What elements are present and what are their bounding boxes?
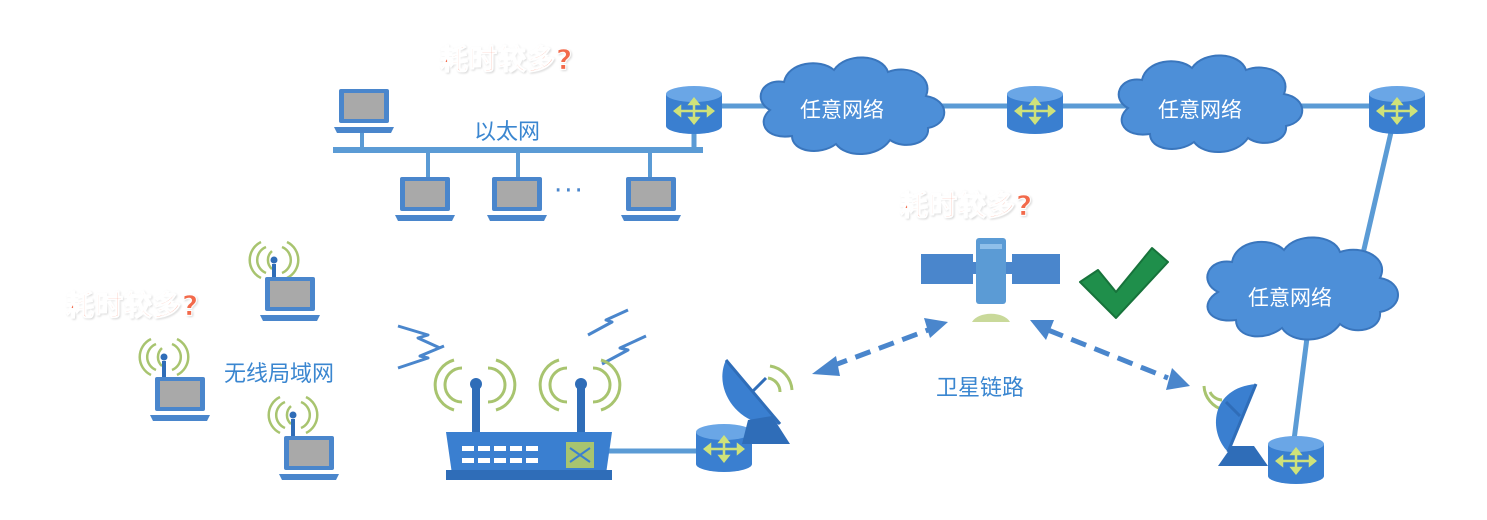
backbone-links (608, 103, 1395, 454)
laptop-icon (334, 89, 394, 133)
satellite-icon (921, 238, 1060, 322)
satellite-dish-icon (722, 359, 794, 444)
router-icon (664, 84, 724, 136)
wireless-laptop (138, 337, 210, 421)
satellite-dish-icon (1202, 383, 1268, 466)
laptop-icon (279, 436, 339, 480)
more-hosts-ellipsis: ··· (554, 176, 585, 206)
time-consuming-question: 耗时较多? (439, 43, 574, 77)
satellite-link-right (1030, 320, 1190, 390)
cloud-icon (1206, 236, 1399, 341)
router-icon (694, 422, 754, 474)
wireless-ap-icon (433, 358, 622, 480)
laptop-icon (621, 177, 681, 221)
wireless-lan-label: 无线局域网 (224, 362, 335, 387)
laptop-icon (260, 277, 320, 321)
router-icon (1367, 84, 1427, 136)
laptop-icon (395, 177, 455, 221)
time-consuming-question: 耗时较多? (899, 189, 1034, 223)
ethernet-label: 以太网 (474, 120, 541, 145)
cloud-icon (759, 56, 946, 156)
satellite-link-left (812, 318, 948, 376)
wireless-laptop (248, 240, 320, 321)
router-icon (1266, 434, 1326, 486)
router-icon (1005, 84, 1065, 136)
wireless-laptop (267, 395, 339, 480)
cloud-label: 任意网络 (800, 98, 884, 122)
cloud-label: 任意网络 (1248, 286, 1332, 310)
cloud-icon (1117, 54, 1304, 154)
laptop-icon (487, 177, 547, 221)
time-consuming-question: 耗时较多? (65, 289, 200, 323)
cloud-label: 任意网络 (1158, 98, 1242, 122)
satellite-link-label: 卫星链路 (936, 376, 1025, 401)
checkmark-icon (1079, 247, 1169, 319)
laptop-icon (150, 377, 210, 421)
lightning-icon (397, 308, 647, 370)
